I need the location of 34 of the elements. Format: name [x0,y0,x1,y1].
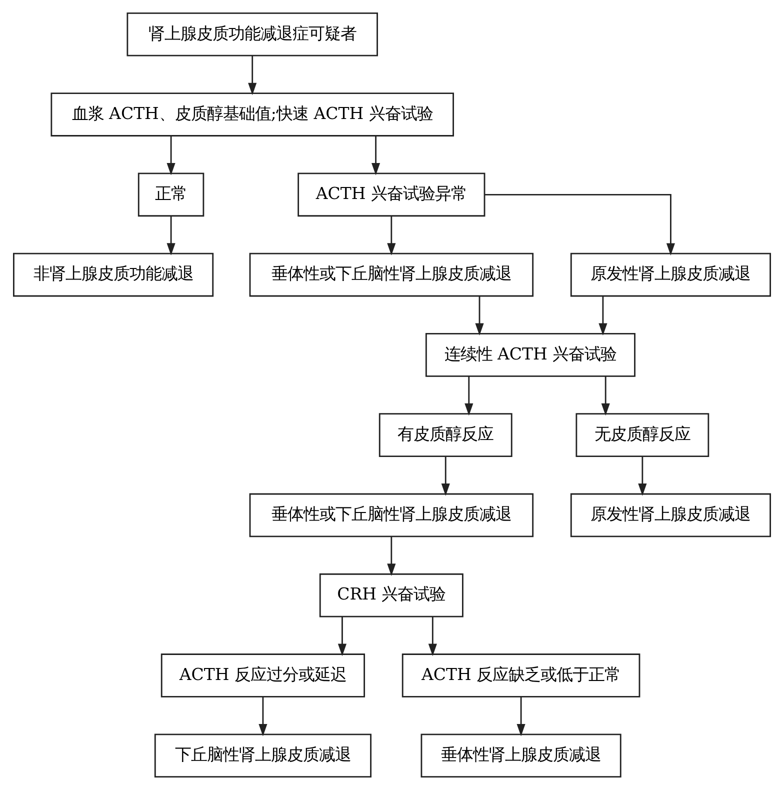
arrow [337,616,346,656]
node-box: 连续性 ACTH 兴奋试验 [424,333,635,377]
node-box: ACTH 反应过分或延迟 [160,654,365,698]
node-box: 下丘脑性肾上腺皮质减退 [154,734,371,778]
node-box: 原发性肾上腺皮质减退 [570,493,770,538]
node-box: 血浆 ACTH、皮质醇基础值;快速 ACTH 兴奋试验 [50,92,454,136]
arrow [248,56,256,96]
arrow [386,536,396,576]
node-box: 原发性肾上腺皮质减退 [570,252,770,297]
node-box: 无皮质醇反应 [575,413,709,457]
arrow [598,296,607,336]
arrow [516,696,525,736]
arrow [258,696,267,736]
arrow [371,136,380,176]
node-box: 非肾上腺皮质功能减退 [12,252,214,297]
node-box: 垂体性肾上腺皮质减退 [420,734,621,778]
arrow [464,376,473,416]
arrow [638,456,646,496]
arrow [386,216,396,256]
arrow [166,216,175,256]
node-box: 正常 [137,172,204,217]
arrow [166,136,175,176]
node-box: 肾上腺皮质功能减退症可疑者 [126,12,378,56]
node-box: 有皮质醇反应 [378,413,512,457]
arrow [428,616,436,656]
node-box: CRH 兴奋试验 [318,573,463,618]
node-box: 垂体性或下丘脑性肾上腺皮质减退 [248,252,534,297]
node-box: ACTH 反应缺乏或低于正常 [401,654,640,698]
node-box: ACTH 兴奋试验异常 [297,172,485,217]
arrow [484,194,674,256]
arrow [600,376,610,416]
arrow [440,456,450,496]
arrow [474,296,484,336]
node-box: 垂体性或下丘脑性肾上腺皮质减退 [248,493,534,538]
